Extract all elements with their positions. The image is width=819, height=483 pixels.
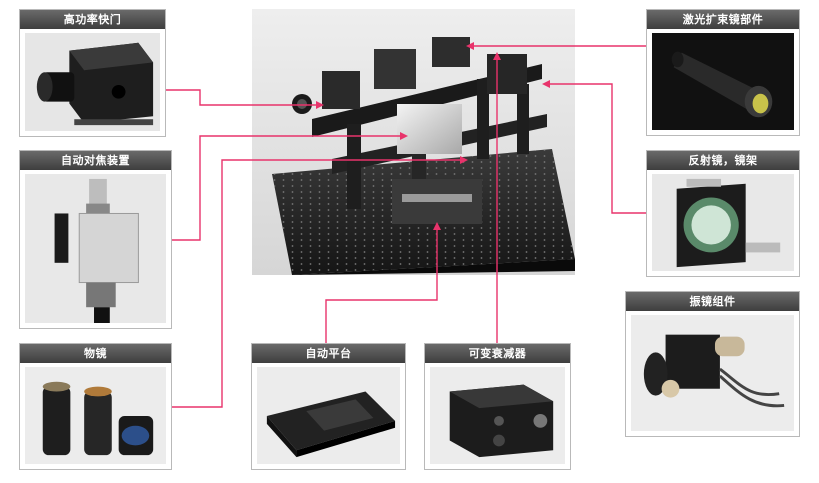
card-high-power-shutter[interactable]: 高功率快门	[19, 9, 166, 137]
auto-stage-photo	[257, 367, 400, 464]
card-title: 激光扩束镜部件	[647, 10, 799, 29]
card-variable-attenuator[interactable]: 可变衰减器	[424, 343, 571, 470]
card-galvo-assembly[interactable]: 振镜组件	[625, 291, 800, 437]
card-objective-lens[interactable]: 物镜	[19, 343, 172, 470]
galvo-assembly-photo	[631, 315, 794, 431]
card-auto-focus-device[interactable]: 自动对焦装置	[19, 150, 172, 329]
card-title: 反射镜，镜架	[647, 151, 799, 170]
auto-focus-device-photo	[25, 174, 166, 323]
card-laser-beam-expander[interactable]: 激光扩束镜部件	[646, 9, 800, 136]
variable-attenuator-photo	[430, 367, 565, 464]
card-mirror-mount[interactable]: 反射镜，镜架	[646, 150, 800, 277]
laser-beam-expander-photo	[652, 33, 794, 130]
card-title: 自动平台	[252, 344, 405, 363]
card-title: 物镜	[20, 344, 171, 363]
card-title: 振镜组件	[626, 292, 799, 311]
mirror-mount-photo	[652, 174, 794, 271]
card-title: 自动对焦装置	[20, 151, 171, 170]
card-title: 可变衰减器	[425, 344, 570, 363]
card-auto-stage[interactable]: 自动平台	[251, 343, 406, 470]
objective-lens-photo	[25, 367, 166, 464]
high-power-shutter-photo	[25, 33, 160, 131]
card-title: 高功率快门	[20, 10, 165, 29]
main-optical-bench-photo	[252, 9, 575, 275]
